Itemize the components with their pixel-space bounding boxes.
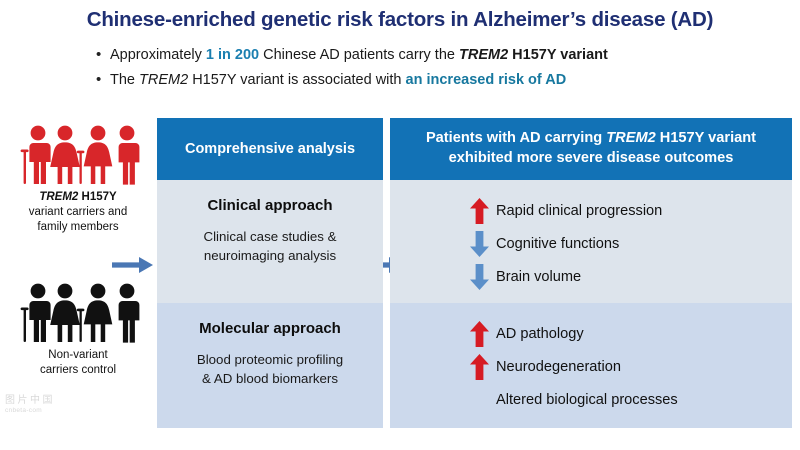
arrow-down-blue-icon: [462, 230, 496, 257]
bullet2-seg0: The: [110, 72, 140, 89]
family-group-red-icon: [8, 124, 148, 186]
list-item: Neurodegeneration: [462, 350, 792, 383]
bullet-marker: •: [96, 46, 102, 63]
watermark-url: cnbeta-com: [5, 407, 42, 414]
bullet1-seg0: Approximately: [110, 47, 206, 63]
analysis-column: Comprehensive analysis Clinical approach…: [157, 118, 383, 428]
bullet2-highlight: an increased risk of AD: [405, 72, 567, 89]
variant-carriers-group: TREM2 H157Y variant carriers and family …: [8, 124, 148, 235]
list-item: Brain volume: [462, 260, 792, 293]
list-item: AD pathology: [462, 317, 792, 350]
variant-carriers-caption: TREM2 H157Y variant carriers and family …: [8, 190, 148, 235]
arrow-left-to-analysis: [112, 256, 154, 279]
variant-caption-line2: family members: [37, 220, 119, 233]
outcome-label: Rapid clinical progression: [496, 202, 663, 219]
bullet-marker: •: [96, 71, 102, 89]
clinical-outcomes-panel: Rapid clinical progression Cognitive fun…: [390, 180, 792, 303]
molecular-approach-heading: Molecular approach: [199, 320, 341, 337]
outcomes-header-b: H157Y variant: [655, 130, 757, 147]
bullet1-seg2: Chinese AD patients carry the: [259, 47, 459, 63]
key-findings-list: • Approximately 1 in 200 Chinese AD pati…: [96, 44, 796, 95]
molecular-approach-line2: & AD blood biomarkers: [202, 370, 338, 386]
bullet1-highlight: 1 in 200: [205, 47, 260, 63]
outcomes-column-header: Patients with AD carrying TREM2 H157Y va…: [390, 118, 792, 180]
outcomes-header-gene: TREM2: [606, 130, 656, 147]
watermark: 图片中国 cnbeta-com: [5, 396, 77, 415]
bullet2-seg2: H157Y variant is associated with: [188, 72, 406, 89]
molecular-approach-line1: Blood proteomic profiling: [196, 352, 344, 367]
clinical-approach-line2: neuroimaging analysis: [203, 247, 337, 263]
arrow-up-red-icon: [462, 320, 496, 347]
bullet2-gene: TREM2: [139, 72, 189, 89]
outcome-label: Cognitive functions: [496, 235, 620, 252]
list-item: Cognitive functions: [462, 227, 792, 260]
outcome-label: Altered biological processes: [496, 391, 678, 408]
page-title: Chinese-enriched genetic risk factors in…: [86, 8, 714, 31]
clinical-outcomes-list: Rapid clinical progression Cognitive fun…: [390, 194, 792, 293]
watermark-glyphs: 图片中国: [5, 395, 55, 406]
molecular-approach-panel: Molecular approach Blood proteomic profi…: [157, 303, 383, 428]
clinical-approach-panel: Clinical approach Clinical case studies …: [157, 180, 383, 303]
analysis-column-header: Comprehensive analysis: [157, 118, 383, 180]
list-item: Rapid clinical progression: [462, 194, 792, 227]
family-group-black-icon: [8, 282, 148, 344]
variant-caption-line1: variant carriers and: [28, 205, 128, 218]
list-item: • Approximately 1 in 200 Chinese AD pati…: [96, 44, 796, 66]
arrow-up-red-icon: [462, 353, 496, 380]
molecular-outcomes-panel: AD pathology Neurodegeneration Altered b…: [390, 303, 792, 428]
bullet1-variant: H157Y variant: [508, 47, 608, 63]
list-item: Altered biological processes: [462, 383, 792, 416]
clinical-approach-heading: Clinical approach: [207, 197, 333, 214]
clinical-approach-text: Clinical case studies & neuroimaging ana…: [157, 228, 383, 266]
list-item: • The TREM2 H157Y variant is associated …: [96, 69, 796, 91]
molecular-outcomes-list: AD pathology Neurodegeneration Altered b…: [390, 317, 792, 416]
outcome-label: Neurodegeneration: [496, 358, 621, 375]
bullet-text-2: The TREM2 H157Y variant is associated wi…: [110, 69, 796, 91]
arrow-up-red-icon: [462, 197, 496, 224]
control-group-caption: Non-variant carriers control: [8, 348, 148, 378]
control-caption-line2: carriers control: [39, 363, 117, 376]
arrow-down-blue-icon: [462, 263, 496, 290]
control-group: Non-variant carriers control: [8, 282, 148, 378]
control-caption-line1: Non-variant: [48, 349, 108, 361]
outcomes-column: Patients with AD carrying TREM2 H157Y va…: [390, 118, 792, 428]
outcome-label: Brain volume: [496, 268, 582, 285]
clinical-approach-line1: Clinical case studies &: [203, 229, 337, 244]
outcomes-header-line2: exhibited more severe disease outcomes: [448, 150, 734, 166]
bullet1-gene: TREM2: [459, 47, 509, 63]
outcome-label: AD pathology: [496, 325, 584, 342]
bullet-text-1: Approximately 1 in 200 Chinese AD patien…: [110, 44, 796, 66]
outcomes-header-a: Patients with AD carrying: [425, 130, 607, 147]
molecular-approach-text: Blood proteomic profiling & AD blood bio…: [157, 351, 383, 389]
variant-caption-gene: TREM2 H157Y: [39, 191, 117, 203]
